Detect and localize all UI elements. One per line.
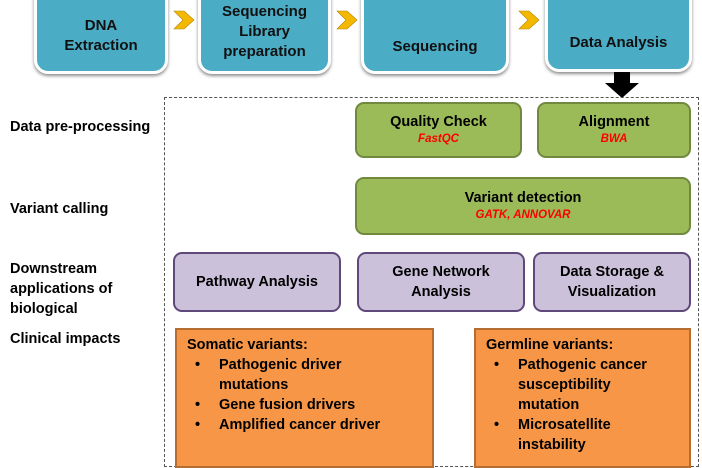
quality-check-box: Quality Check FastQC [355,102,522,158]
bullet-icon: • [195,357,201,373]
tool-name: FastQC [418,133,459,145]
step-data-analysis: Data Analysis [545,0,692,72]
step-label: Extraction [64,37,138,54]
variant-detection-box: Variant detection GATK, ANNOVAR [355,177,691,235]
list-item: •Pathogenic driver mutations [195,357,342,393]
germline-variants-box: Germline variants: •Pathogenic cancer su… [474,328,691,468]
germline-list: •Pathogenic cancer susceptibility mutati… [486,355,689,455]
bullet-icon: • [494,417,500,433]
list-item: •Amplified cancer driver [195,417,381,433]
row-label-downstream: Downstream applications of biological [10,261,113,317]
box-title: Pathway Analysis [196,274,318,290]
bullet-icon: • [494,357,500,373]
pathway-analysis-box: Pathway Analysis [173,252,341,312]
step-label: DNA [84,17,118,34]
box-title: Quality Check [390,114,487,130]
row-label-preprocessing: Data pre-processing [10,119,151,135]
arrow-down-icon [604,72,640,104]
box-title: Data Storage & [560,264,664,280]
row-label-clinical: Clinical impacts [10,331,121,347]
step-sequencing: Sequencing [361,0,509,74]
list-item: •Gene fusion drivers [195,397,356,413]
chevron-right-icon [173,10,195,30]
chevron-right-icon [336,10,358,30]
data-storage-visualization-box: Data Storage &Visualization [533,252,691,312]
box-title: Gene Network [392,264,490,280]
step-label: preparation [223,43,306,60]
step-label: Library [239,23,290,40]
step-label: Sequencing [221,3,307,20]
list-item: •Pathogenic cancer susceptibility mutati… [494,357,647,413]
box-title: Variant detection [464,190,582,206]
somatic-variants-box: Somatic variants: •Pathogenic driver mut… [175,328,434,468]
somatic-list: •Pathogenic driver mutations •Gene fusio… [187,355,432,435]
chevron-right-icon [518,10,540,30]
tool-name: BWA [600,133,628,145]
alignment-box: Alignment BWA [537,102,691,158]
bullet-icon: • [195,417,201,433]
box-title: Alignment [578,114,650,130]
step-dna-extraction: DNA Extraction [34,0,168,74]
step-label: Sequencing [392,38,478,55]
bullet-icon: • [195,397,201,413]
list-item: •Microsatellite instability [494,417,611,453]
box-title: Germline variants: [486,337,614,353]
step-label: Data Analysis [569,34,668,51]
row-label-variant-calling: Variant calling [10,201,109,217]
box-title: Somatic variants: [187,337,308,353]
tool-name: GATK, ANNOVAR [475,209,571,221]
